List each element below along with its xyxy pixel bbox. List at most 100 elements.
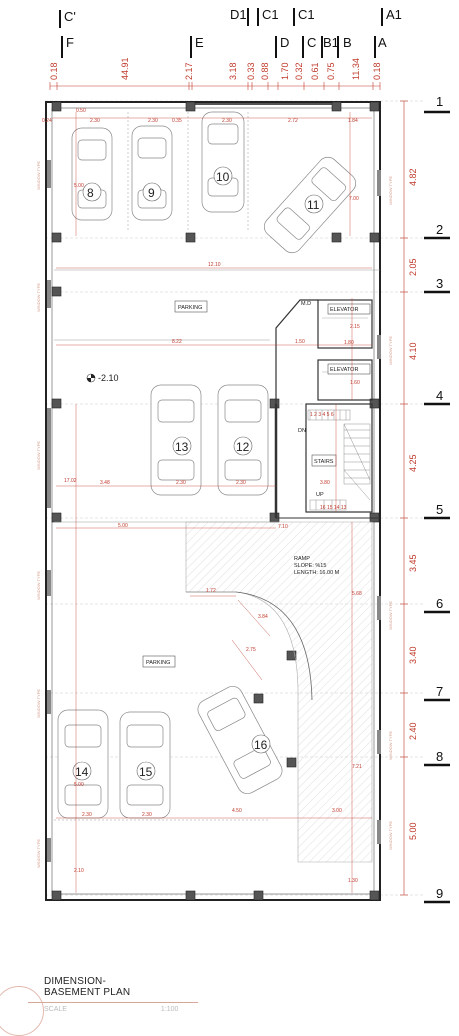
svg-text:WINDOW TYPE: WINDOW TYPE [388,601,393,630]
grid-top-letters: C' D1 C1 C1 A1 F E D C B1 B A [64,7,402,50]
stairs-label: STAIRS [314,459,334,465]
svg-text:1.60: 1.60 [350,380,360,386]
right-dim-6: 3.40 [408,646,418,664]
svg-text:WINDOW TYPE: WINDOW TYPE [36,839,41,868]
parking-top-label: PARKING [178,305,202,311]
grid-heads [59,8,383,58]
grid-row-7: 7 [436,684,443,699]
grid-letter-a1: A1 [386,7,402,22]
svg-text:16 15 14 13: 16 15 14 13 [320,505,347,511]
grid-row-heads [424,110,450,904]
drawing-title: DIMENSION- BASEMENT PLAN [44,976,130,998]
right-dim-4: 4.25 [408,454,418,472]
top-dim-5: 0.33 [246,62,256,80]
elevator-labels: ELEVATOR ELEVATOR M.D [301,301,371,375]
ramp-slope: SLOPE: %15 [294,563,326,569]
svg-text:3.84: 3.84 [258,614,268,620]
scale-value: 1:100 [160,1006,179,1013]
svg-text:4.50: 4.50 [232,808,242,814]
svg-text:3.80: 3.80 [320,480,330,486]
svg-text:2.30: 2.30 [148,118,158,124]
grid-row-5: 5 [436,502,443,517]
top-dim-12: 0.18 [372,62,382,80]
top-dim-11: 11.34 [351,58,361,80]
stair-flights [307,409,371,511]
grid-letter-a: A [378,35,387,50]
grid-row-8: 8 [436,749,443,764]
svg-text:WINDOW TYPE: WINDOW TYPE [388,176,393,205]
right-dim-1: 4.82 [408,168,418,186]
svg-text:2.30: 2.30 [176,480,186,486]
elevator-2-label: ELEVATOR [330,367,358,373]
inner-dimension-text: 0.50 0.24 2.30 2.30 0.35 2.30 2.72 1.84 … [42,108,362,884]
md-label: M.D [301,301,311,307]
grid-letter-c1a: C1 [262,7,279,22]
grid-letter-d: D [280,35,289,50]
grid-row-6: 6 [436,596,443,611]
top-dim-7: 1.70 [280,62,290,80]
svg-text:WINDOW TYPE: WINDOW TYPE [36,441,41,470]
grid-letter-c-prime: C' [64,9,76,24]
building-walls [45,101,381,901]
grid-row-numbers: 1 2 3 4 5 6 7 8 9 [436,94,443,901]
grid-letter-c: C [307,35,316,50]
svg-text:2.30: 2.30 [90,118,100,124]
level-value: -2.10 [98,373,119,383]
car-number-circles [72,166,324,781]
svg-text:WINDOW TYPE: WINDOW TYPE [36,283,41,312]
grid-letter-b1: B1 [323,35,339,50]
grid-letter-d1: D1 [230,7,247,22]
right-dim-3: 4.10 [408,342,418,360]
svg-text:8.22: 8.22 [172,339,182,345]
svg-text:3.00: 3.00 [332,808,342,814]
car-12: 12 [236,440,250,454]
svg-text:1 2 3 4 5 6: 1 2 3 4 5 6 [310,412,334,418]
svg-text:12.10: 12.10 [208,262,221,268]
svg-text:1.72: 1.72 [206,588,216,594]
scale-label: SCALE [44,1006,67,1013]
grid-row-2: 2 [436,222,443,237]
svg-text:2.15: 2.15 [350,324,360,330]
svg-text:WINDOW TYPE: WINDOW TYPE [36,571,41,600]
top-dim-1: 0.18 [49,62,59,80]
svg-text:2.75: 2.75 [246,647,256,653]
svg-text:0.50: 0.50 [76,108,86,114]
svg-text:17.02: 17.02 [64,478,77,484]
svg-text:5.68: 5.68 [352,591,362,597]
level-marker: -2.10 [86,373,119,383]
car-13: 13 [175,440,189,454]
svg-text:WINDOW TYPE: WINDOW TYPE [36,161,41,190]
car-drawings [57,111,357,819]
parking-bottom-label: PARKING [146,660,170,666]
grid-row-3: 3 [436,276,443,291]
svg-text:WINDOW TYPE: WINDOW TYPE [388,731,393,760]
ramp: RAMP SLOPE: %15 LENGTH: 16.00 M [185,521,373,863]
top-dim-8: 0.32 [294,62,304,80]
ramp-label: RAMP [294,556,310,562]
window-type-labels: WINDOW TYPE WINDOW TYPE WINDOW TYPE WIND… [36,161,393,868]
svg-text:5.00: 5.00 [118,523,128,529]
grid-letter-e: E [195,35,204,50]
grid-row-9: 9 [436,886,443,901]
svg-text:5.00: 5.00 [74,183,84,189]
right-dim-5: 3.45 [408,554,418,572]
scale-row: SCALE 1:100 [44,1006,194,1013]
top-dim-6: 0.88 [260,62,270,80]
svg-text:5.00: 5.00 [74,782,84,788]
grid-letter-b: B [343,35,352,50]
structural-columns [51,101,380,901]
svg-text:1.50: 1.50 [295,339,305,345]
svg-text:7.21: 7.21 [352,764,362,770]
title-circle-decoration [0,986,44,1036]
drawing-title-line1: DIMENSION- [44,976,106,987]
car-16: 16 [254,738,268,752]
grid-letter-f: F [66,35,74,50]
svg-text:2.30: 2.30 [82,812,92,818]
svg-text:2.72: 2.72 [288,118,298,124]
grid-row-1: 1 [436,94,443,109]
grid-letter-c1b: C1 [298,7,315,22]
svg-text:1.30: 1.30 [348,878,358,884]
top-dim-4: 3.18 [228,62,238,80]
top-dim-2: 44.91 [120,57,130,80]
